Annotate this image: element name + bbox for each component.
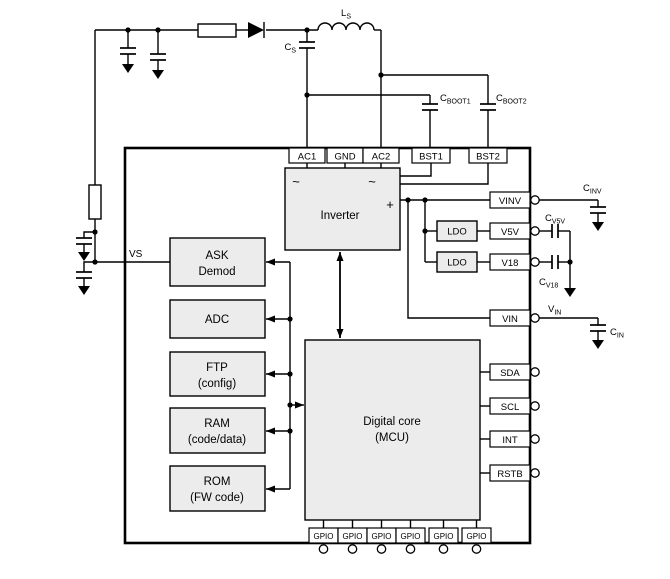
adc-label: ADC	[205, 314, 229, 326]
component-labels: LS CS CBOOT1 CBOOT2 CINV CV5V CV18 VIN C…	[284, 8, 623, 340]
label-cboot1: CBOOT1	[440, 93, 471, 106]
ground-symbol	[78, 252, 90, 261]
ground-symbol	[78, 286, 90, 295]
core-label-line1: Digital core	[363, 416, 421, 428]
pin-ac1: AC1	[298, 152, 316, 163]
pin-terminal-gpio-3	[376, 544, 387, 554]
pin-terminal-vin	[530, 313, 540, 323]
pin-rstb: RSTB	[497, 469, 522, 480]
label-cv5v: CV5V	[545, 213, 565, 226]
right-pins: VINV V5V V18 VIN SDA SCL INT RSTB	[489, 191, 540, 482]
digital-core-block: Digital core (MCU)	[304, 339, 481, 521]
ground-symbol	[564, 288, 576, 297]
capacitor-top-left-1	[120, 30, 136, 73]
capacitor-left-1	[76, 237, 92, 261]
pin-terminal-v5v	[530, 226, 540, 236]
pin-terminal-vinv	[530, 195, 540, 205]
capacitor-cv5v	[551, 224, 559, 238]
ground-symbol	[592, 340, 604, 349]
pin-terminal-rstb	[530, 468, 540, 478]
label-cv18: CV18	[539, 277, 558, 290]
rom-label-line2: (FW code)	[190, 492, 244, 504]
capacitor-left-2	[76, 271, 92, 295]
pin-gpio-5: GPIO	[433, 532, 453, 541]
ground-symbol	[152, 70, 164, 79]
ftp-block: FTP (config)	[169, 351, 266, 397]
pin-v18: V18	[502, 258, 519, 269]
plus-symbol: +	[386, 197, 394, 212]
pin-vs: VS	[129, 249, 143, 260]
external-wiring	[83, 29, 599, 340]
core-label-line2: (MCU)	[375, 432, 409, 444]
ground-symbol	[592, 222, 604, 231]
pin-bst1: BST1	[419, 152, 443, 163]
pin-gpio-1: GPIO	[313, 532, 333, 541]
pin-gpio-4: GPIO	[400, 532, 420, 541]
pin-ac2: AC2	[372, 152, 390, 163]
pin-bst2: BST2	[476, 152, 500, 163]
ftp-label-line2: (config)	[198, 378, 237, 390]
ask-label-line1: ASK	[205, 250, 228, 262]
pin-gpio-3: GPIO	[371, 532, 391, 541]
label-cin: CIN	[610, 327, 624, 340]
junction-dots	[92, 27, 573, 434]
ram-label-line2: (code/data)	[188, 434, 246, 446]
inverter-label: Inverter	[321, 210, 360, 222]
top-pins: AC1 GND AC2 BST1 BST2	[288, 147, 508, 164]
pin-gpio-6: GPIO	[466, 532, 486, 541]
capacitor-top-left-2	[150, 30, 166, 79]
resistor-left	[88, 184, 102, 220]
internal-wiring	[306, 163, 490, 528]
capacitor-cboot2	[480, 103, 496, 111]
pin-int: INT	[502, 435, 518, 446]
pin-scl: SCL	[501, 402, 519, 413]
capacitor-cboot1	[422, 103, 438, 111]
ask-demod-block: ASK Demod	[169, 237, 266, 287]
inductor-ls	[317, 22, 375, 31]
ask-label-line2: Demod	[198, 266, 235, 278]
ram-block: RAM (code/data)	[169, 407, 266, 454]
label-vin-net: VIN	[548, 304, 561, 317]
resistor-top	[197, 23, 237, 38]
diode	[248, 22, 265, 38]
rom-label-line1: ROM	[204, 476, 231, 488]
pin-vinv: VINV	[499, 196, 522, 207]
pin-gpio-2: GPIO	[342, 532, 362, 541]
pin-terminal-gpio-1	[318, 544, 329, 554]
ground-symbol	[122, 64, 134, 73]
pin-terminal-gpio-4	[405, 544, 416, 554]
bottom-pins: GPIO GPIO GPIO GPIO GPIO GPIO	[308, 527, 492, 554]
capacitor-cv18	[551, 255, 576, 297]
ldo1-label: LDO	[447, 227, 467, 238]
pin-terminal-v18	[530, 257, 540, 267]
pin-terminal-gpio-5	[438, 544, 449, 554]
inverter-block: ~ ~ + Inverter	[284, 167, 401, 251]
ram-label-line1: RAM	[204, 418, 230, 430]
capacitor-cinv	[590, 206, 606, 231]
label-cs: CS	[284, 42, 296, 55]
ac-symbol-left: ~	[292, 174, 300, 189]
label-cboot2: CBOOT2	[496, 93, 527, 106]
rom-block: ROM (FW code)	[169, 465, 266, 512]
pin-gnd: GND	[334, 152, 355, 163]
label-cinv: CINV	[583, 183, 602, 196]
pin-v5v: V5V	[501, 227, 520, 238]
pin-terminal-gpio-6	[471, 544, 482, 554]
pin-sda: SDA	[500, 368, 520, 379]
label-ls: LS	[341, 8, 351, 21]
capacitor-cs	[299, 30, 315, 49]
capacitor-cin	[590, 324, 606, 349]
ldo2-label: LDO	[447, 258, 467, 269]
ac-symbol-right: ~	[368, 174, 376, 189]
ldo1-block: LDO	[436, 220, 478, 242]
pin-terminal-sda	[530, 367, 540, 377]
adc-block: ADC	[169, 299, 266, 339]
pin-terminal-int	[530, 434, 540, 444]
ldo2-block: LDO	[436, 251, 478, 273]
pin-terminal-gpio-2	[347, 544, 358, 554]
pin-terminal-scl	[530, 401, 540, 411]
ftp-label-line1: FTP	[206, 362, 228, 374]
pin-vin: VIN	[502, 314, 518, 325]
